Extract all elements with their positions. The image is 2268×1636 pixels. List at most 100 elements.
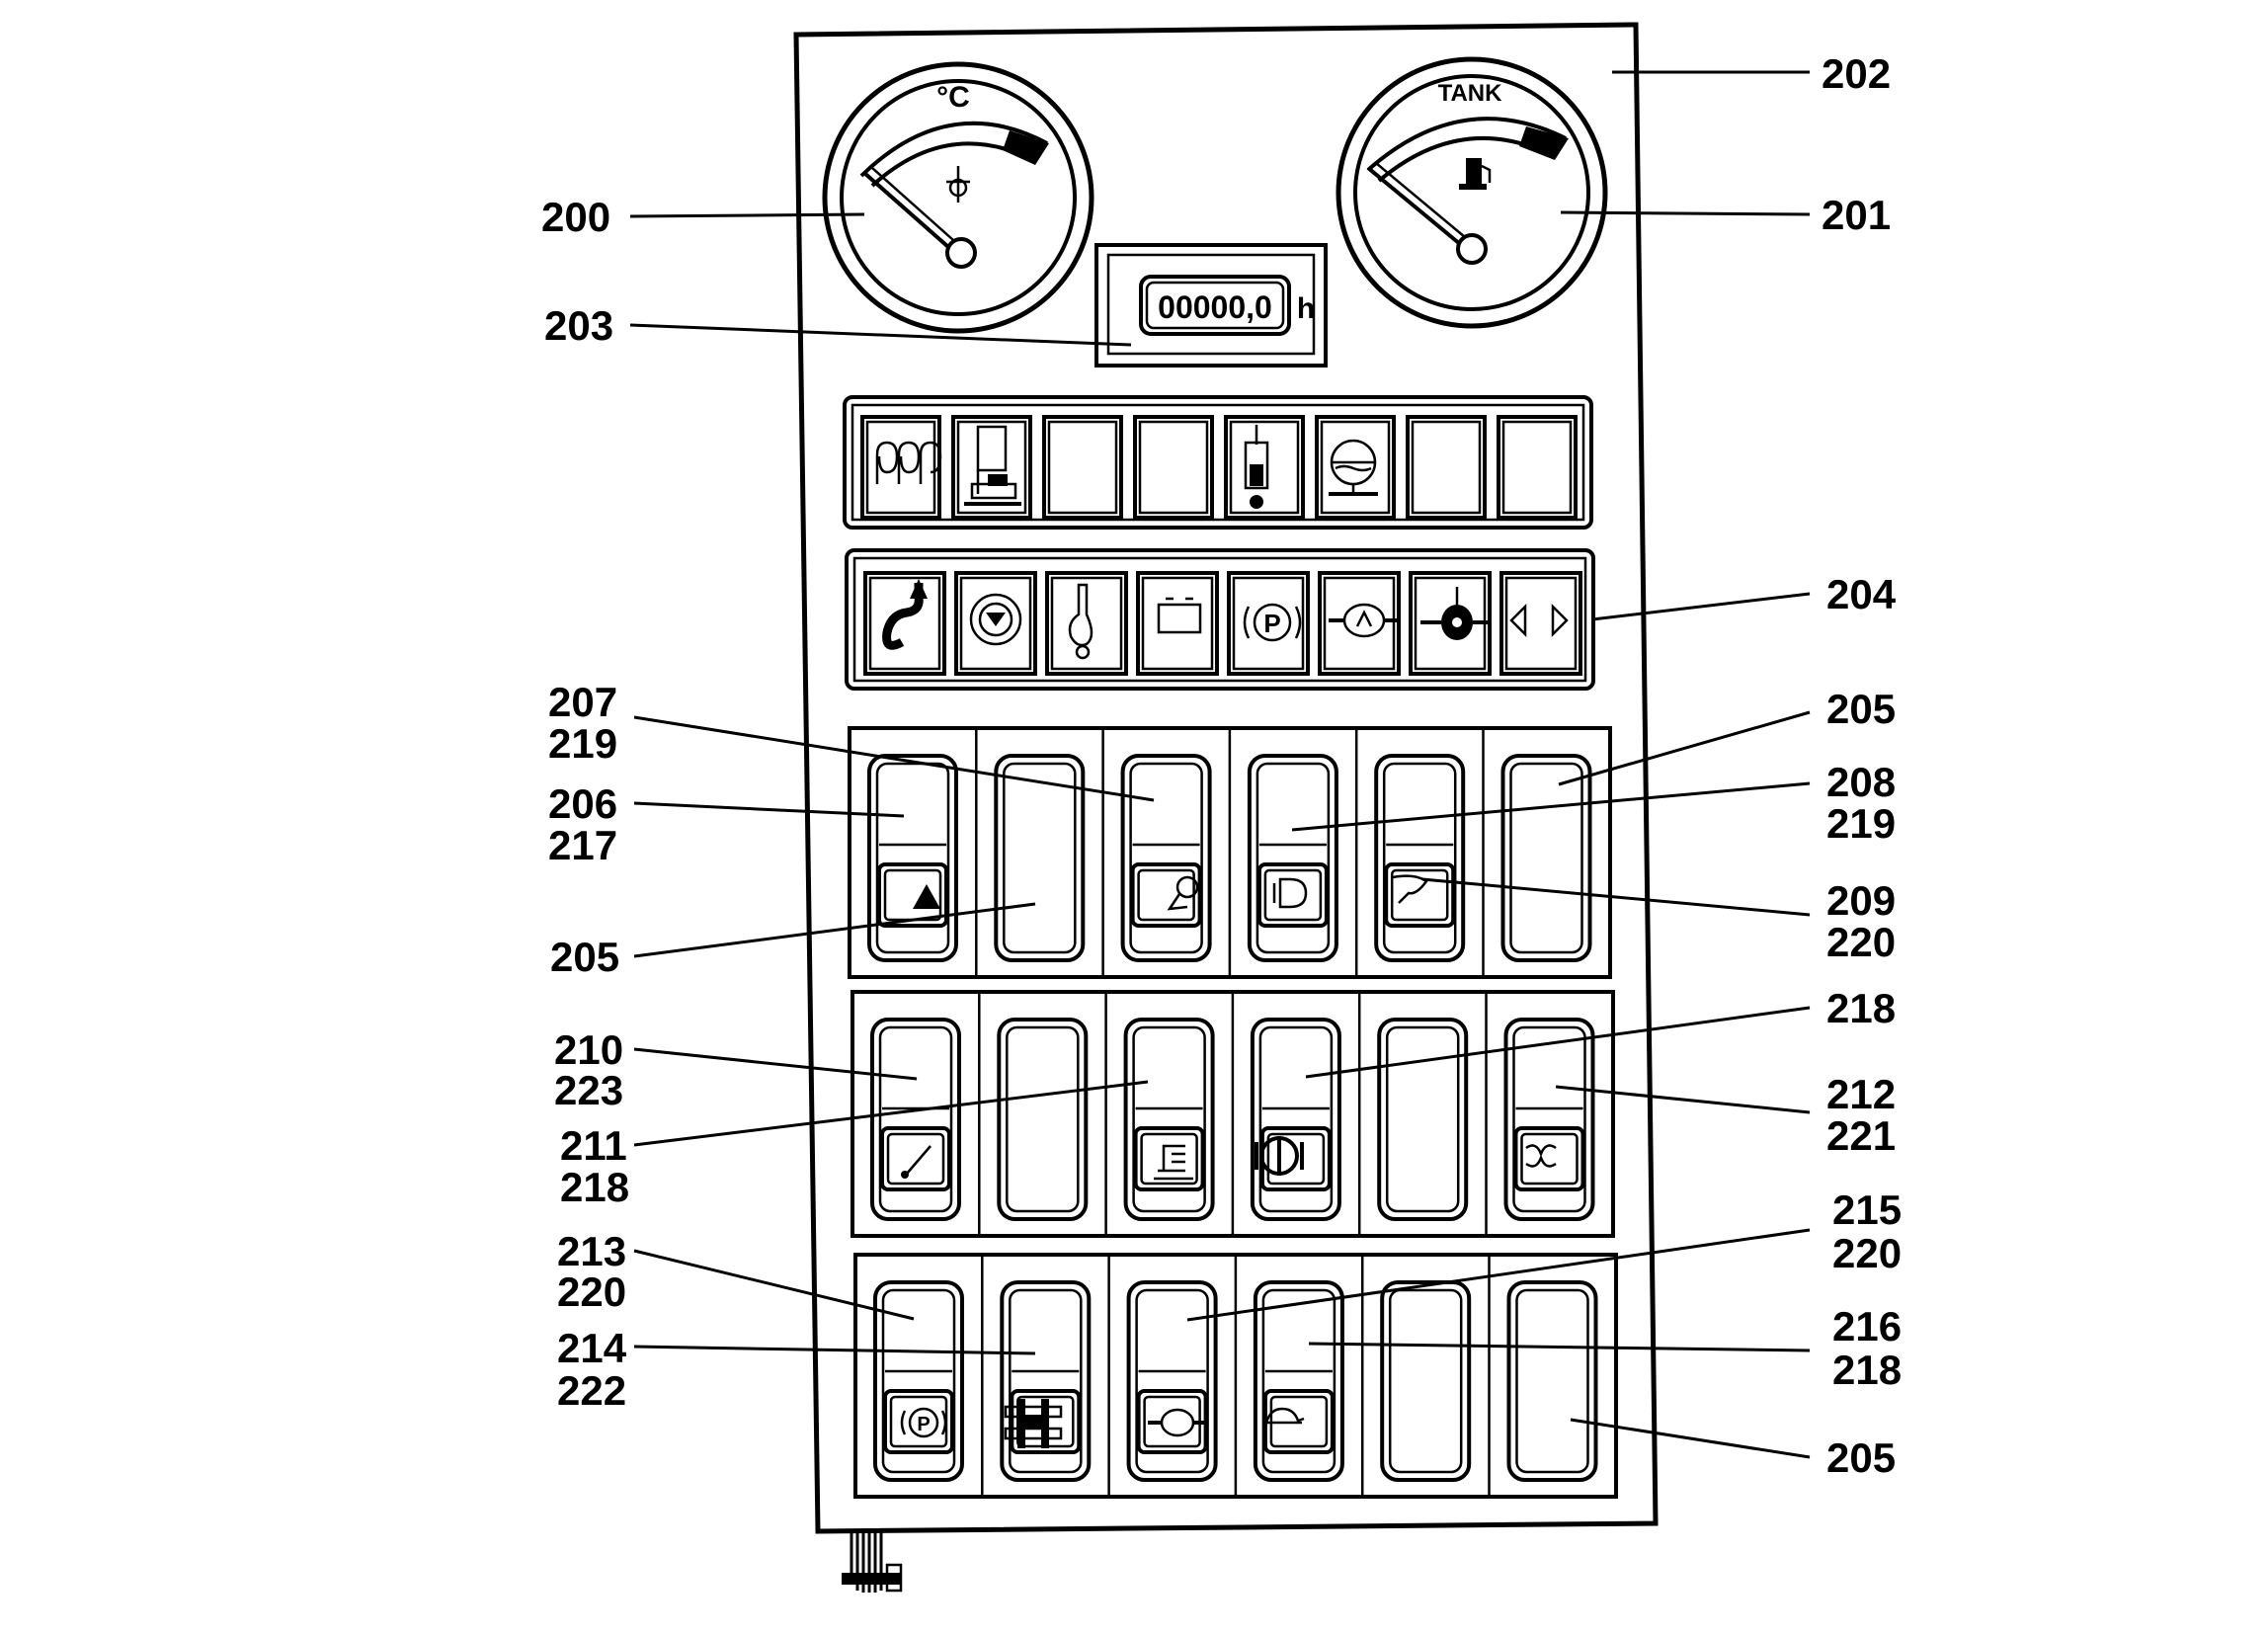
- label-219-left: 219: [548, 720, 617, 767]
- warning-light-hydraulic-oil-temperature: [1315, 415, 1396, 520]
- label-215: 215: [1832, 1186, 1902, 1233]
- label-220-row3-right: 220: [1832, 1230, 1902, 1276]
- fuel-pump-icon: [1459, 158, 1492, 190]
- label-210: 210: [554, 1026, 623, 1073]
- steering-icon: [969, 593, 1022, 646]
- label-221: 221: [1826, 1112, 1896, 1159]
- engine-oil-pressure-icon: [1420, 587, 1492, 640]
- brake-icon: [1148, 1408, 1207, 1437]
- fuel-tank-label: TANK: [1438, 80, 1503, 107]
- svg-text:P: P: [1263, 609, 1280, 638]
- fuel-red-zone: [1519, 126, 1569, 160]
- warning-light-turn-indicator: [1499, 571, 1582, 676]
- switch-row-3: [853, 1253, 1618, 1499]
- coolant-temperature-icon: [946, 166, 970, 203]
- warning-light-brake-pressure: [1318, 571, 1401, 676]
- label-222: 222: [557, 1367, 626, 1414]
- label-218-row3: 218: [1832, 1347, 1902, 1393]
- switch-row3-4-creep-speed[interactable]: [1253, 1280, 1344, 1482]
- label-214: 214: [557, 1325, 627, 1371]
- switch-row3-1-parking-brake-switch[interactable]: [873, 1280, 964, 1482]
- label-206: 206: [548, 780, 617, 827]
- label-211: 211: [560, 1122, 627, 1169]
- parking-brake-icon: P: [1243, 603, 1302, 642]
- hour-meter: 00000,0 h: [1094, 243, 1328, 368]
- temperature-unit: °C: [936, 81, 970, 114]
- label-205-bottom: 205: [1826, 1434, 1896, 1481]
- warning-light-parking-brake: [1227, 571, 1310, 676]
- warning-light-seat: [951, 415, 1032, 520]
- switch-row-2: [850, 990, 1615, 1238]
- seat-suspension-icon: [1154, 1144, 1193, 1181]
- label-208: 208: [1826, 759, 1896, 805]
- warning-light-crane-hook: [863, 571, 946, 676]
- label-220-row3-left: 220: [557, 1268, 626, 1315]
- switch-row2-4-differential-lock[interactable]: [1250, 1018, 1341, 1221]
- warning-light-blank-6: [1406, 415, 1487, 520]
- warning-light-blank-2: [1042, 415, 1123, 520]
- fuel-needle: [1366, 166, 1462, 246]
- switch-row2-2-blank[interactable]: [997, 1018, 1089, 1221]
- warning-light-preheat-coil: [860, 415, 941, 520]
- switch-row1-1-hazard-warning[interactable]: [867, 754, 958, 962]
- creep-speed-icon: [1264, 1407, 1305, 1425]
- warning-light-steering: [954, 571, 1037, 676]
- hazard-warning-icon: [913, 884, 940, 909]
- switch-row-1: [848, 726, 1612, 979]
- hour-meter-reading: 00000,0: [1158, 289, 1272, 325]
- label-201: 201: [1822, 192, 1891, 238]
- switch-row1-2-blank[interactable]: [994, 754, 1086, 962]
- label-205-top: 205: [1826, 686, 1896, 732]
- differential-lock-icon: [1255, 1136, 1304, 1176]
- coolant-level-icon: [1068, 583, 1094, 660]
- switch-row3-3-brake[interactable]: [1126, 1280, 1218, 1482]
- switch-row3-2-axle-lock[interactable]: [1000, 1280, 1092, 1482]
- wiper-icon: [1392, 874, 1428, 904]
- svg-text:P: P: [917, 1414, 930, 1435]
- warning-light-blank-3: [1133, 415, 1214, 520]
- switch-row1-4-headlight[interactable]: [1247, 754, 1338, 962]
- switch-row2-5-blank[interactable]: [1377, 1018, 1469, 1221]
- fuel-gauge: TANK: [1336, 56, 1608, 329]
- temperature-needle: [862, 171, 950, 249]
- warning-light-battery: [1136, 571, 1219, 676]
- brake-pressure-icon: [1329, 603, 1400, 638]
- switch-row2-6-fan[interactable]: [1503, 1018, 1595, 1221]
- boom-float-icon: [901, 1145, 932, 1179]
- temperature-red-zone: [1003, 130, 1049, 165]
- callout-labels: 200 201 202 203 204 205 207 219 208 219 …: [541, 50, 1902, 1481]
- switch-row3-6-blank[interactable]: [1506, 1280, 1598, 1482]
- label-209: 209: [1826, 877, 1896, 924]
- warning-light-blank-7: [1497, 415, 1578, 520]
- turn-indicator-icon: [1509, 603, 1569, 638]
- panel-body: [793, 22, 1659, 1534]
- warning-light-hydraulic-oil-level: [1224, 415, 1305, 520]
- label-203: 203: [544, 302, 613, 349]
- headlight-icon: [1272, 877, 1308, 909]
- label-218-row2-left: 218: [560, 1164, 629, 1210]
- switch-row1-5-wiper[interactable]: [1374, 754, 1466, 962]
- wiring-harness: [842, 1531, 903, 1593]
- hydraulic-oil-level-icon: [1244, 425, 1269, 509]
- hour-meter-unit: h: [1297, 292, 1315, 325]
- label-204: 204: [1826, 571, 1897, 617]
- label-216: 216: [1832, 1303, 1902, 1350]
- label-200: 200: [541, 194, 610, 240]
- switch-row2-3-seat-suspension[interactable]: [1123, 1018, 1215, 1221]
- switch-row1-3-work-light[interactable]: [1120, 754, 1212, 962]
- switch-row1-6-blank[interactable]: [1500, 754, 1592, 962]
- warning-light-coolant-level: [1045, 571, 1128, 676]
- switch-row3-5-blank[interactable]: [1380, 1280, 1472, 1482]
- label-202: 202: [1822, 50, 1891, 97]
- parking-brake-switch-icon: P: [900, 1407, 947, 1438]
- label-213: 213: [557, 1228, 626, 1274]
- hydraulic-oil-temperature-icon: [1329, 439, 1378, 496]
- leader-lines: [629, 70, 1811, 1459]
- crane-hook-icon: [882, 579, 928, 650]
- fan-icon: [1525, 1144, 1557, 1168]
- switch-row2-1-boom-float[interactable]: [870, 1018, 961, 1221]
- work-light-icon: [1167, 875, 1199, 911]
- label-217: 217: [548, 822, 617, 868]
- label-223: 223: [554, 1067, 623, 1113]
